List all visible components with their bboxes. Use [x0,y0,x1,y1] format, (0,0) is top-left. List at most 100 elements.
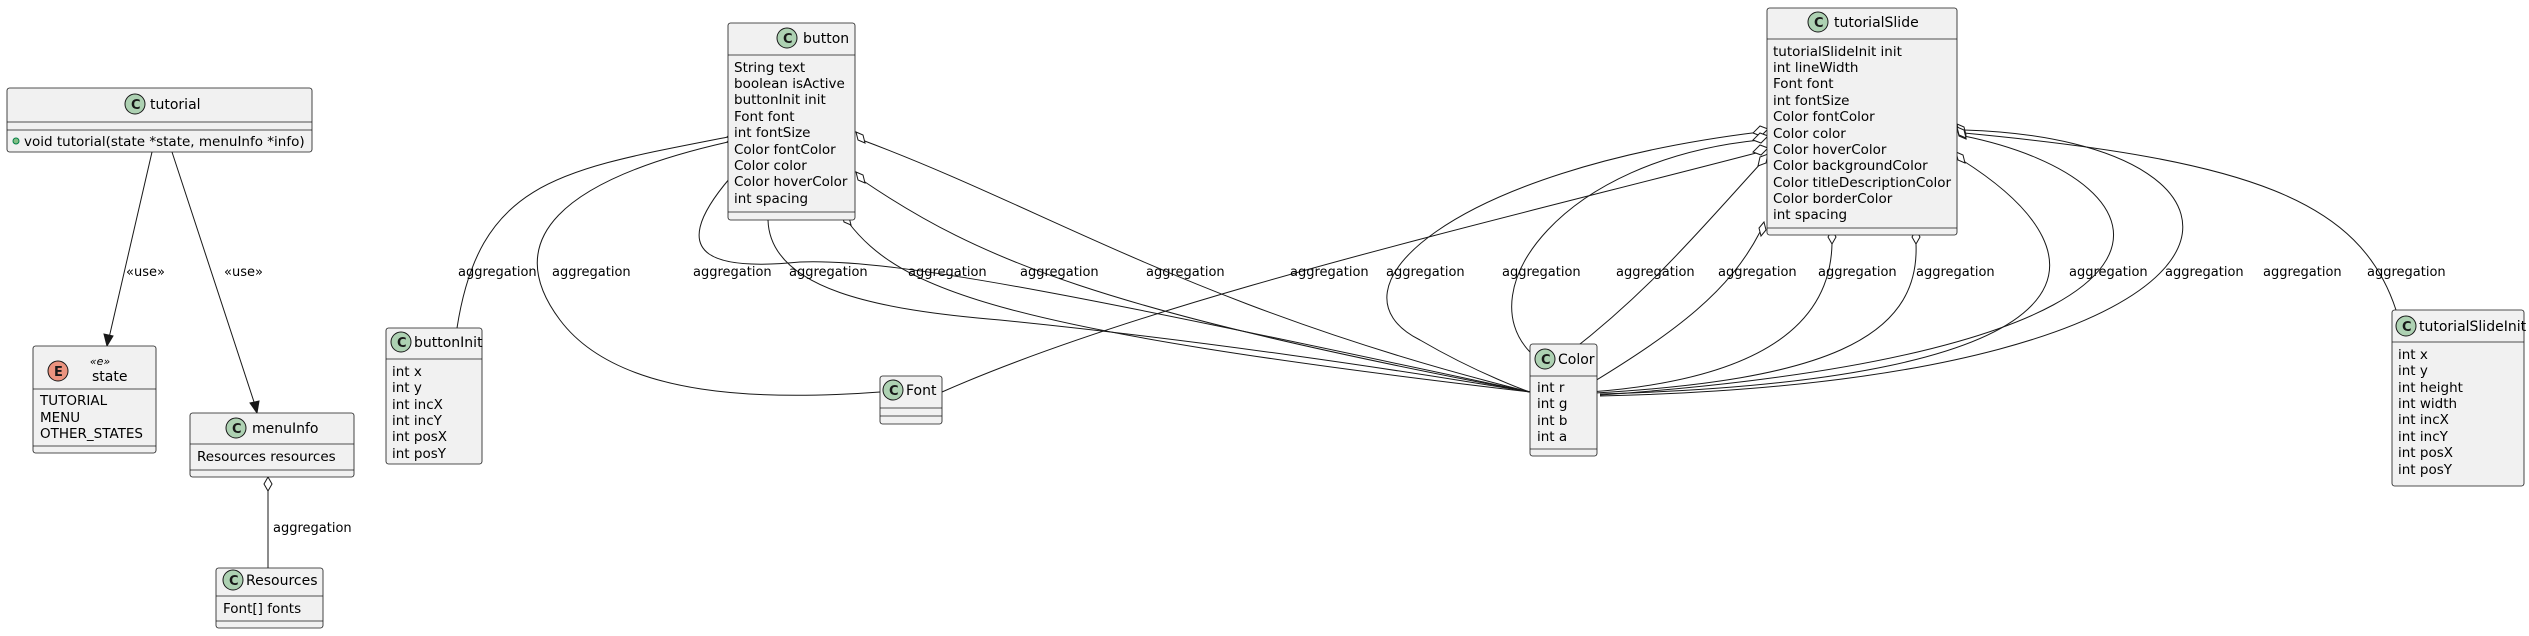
class-title: state [92,369,127,385]
svg-text:E: E [54,365,63,380]
edge-label: aggregation [1916,265,1995,280]
class-field: Resources resources [197,449,336,465]
class-field: Color backgroundColor [1773,158,1928,174]
edge-label: aggregation [1818,265,1897,280]
class-field: Color fontColor [734,142,836,158]
class-tutorialslideinit[interactable]: C tutorialSlideInit int x int y int heig… [2391,309,2527,487]
edge-label: aggregation [458,265,537,280]
aggregation-edge-slide-tutorialslideinit: aggregation [1956,126,2446,311]
class-field: int incX [392,397,443,413]
class-title: Resources [246,573,318,589]
edge-label: aggregation [1616,265,1695,280]
aggregation-edge-slide-color-9: aggregation [1599,123,2342,397]
aggregation-edge-slide-color-4: aggregation [1579,220,1797,391]
class-field: Color borderColor [1773,191,1893,207]
aggregation-edge-button-color-3: aggregation [841,213,1531,393]
class-title: tutorialSlide [1834,15,1919,31]
edge-label: aggregation [2069,265,2148,280]
class-field: Font font [1773,76,1834,92]
class-title: Font [906,383,937,399]
edge-label: aggregation [1146,265,1225,280]
class-state[interactable]: E «e» state TUTORIAL MENU OTHER_STATES [32,345,157,454]
class-method: void tutorial(state *state, menuInfo *in… [24,134,305,150]
edge-label: aggregation [2263,265,2342,280]
aggregation-edge-menuinfo-resources: aggregation [263,475,352,568]
class-field: int spacing [1773,207,1847,223]
aggregation-edge-slide-color-1: aggregation [1386,125,1769,393]
class-field: int incX [2398,412,2449,428]
svg-text:C: C [1541,353,1551,368]
edge-label: «use» [224,265,263,280]
svg-text:C: C [229,574,239,589]
class-title: button [803,31,849,47]
class-field: int posY [2398,462,2453,478]
class-field: int width [2398,396,2457,412]
svg-text:C: C [131,98,141,113]
class-field: Color hoverColor [1773,142,1887,158]
class-field: int y [2398,363,2428,379]
class-field: int a [1537,429,1567,445]
aggregation-edge-button-color-2: aggregation [763,204,1531,393]
class-title: tutorialSlideInit [2419,319,2527,335]
class-field: int incY [2398,429,2449,445]
edge-label: aggregation [2165,265,2244,280]
class-title: Color [1558,352,1595,368]
class-stereotype: «e» [90,355,111,368]
edge-label: aggregation [1386,265,1465,280]
class-field: Color color [734,158,807,174]
class-tutorialslide[interactable]: C tutorialSlide tutorialSlideInit init i… [1766,7,1958,236]
class-tutorial[interactable]: C tutorial void tutorial(state *state, m… [6,87,313,153]
aggregation-edge-slide-color-7: aggregation [1599,151,2148,395]
edge-label: aggregation [1718,265,1797,280]
aggregation-edge-slide-font: aggregation [941,144,1769,393]
edge-label: aggregation [1290,265,1369,280]
class-menuinfo[interactable]: C menuInfo Resources resources [189,412,355,478]
class-field: int y [392,380,422,396]
enum-value: OTHER_STATES [40,426,143,442]
class-field: int lineWidth [1773,60,1858,76]
class-field: int fontSize [1773,93,1849,109]
edge-label: aggregation [789,265,868,280]
edges: «use» «use» aggregation aggregation aggr… [103,123,2446,568]
edge-label: aggregation [552,265,631,280]
class-resources[interactable]: C Resources Font[] fonts [215,567,324,629]
class-field: Color fontColor [1773,109,1875,125]
class-field: int posY [392,446,447,462]
use-edge-tutorial-menuinfo: «use» [171,151,263,415]
class-button[interactable]: C button String text boolean isActive bu… [727,22,856,221]
class-buttoninit[interactable]: C buttonInit int x int y int incX int in… [385,327,483,465]
class-field: Color hoverColor [734,174,848,190]
class-field: Font font [734,109,795,125]
edge-label: aggregation [1502,265,1581,280]
class-font[interactable]: C Font [879,375,943,425]
edge-label: aggregation [1020,265,1099,280]
class-field: int posX [2398,445,2453,461]
edge-label: aggregation [908,265,987,280]
aggregation-edge-button-color-4: aggregation [855,171,1531,393]
class-field: Color color [1773,126,1846,142]
enum-value: MENU [40,410,80,426]
class-field: int incY [392,413,443,429]
use-edge-tutorial-state: «use» [103,151,165,348]
class-field: String text [734,60,805,76]
aggregation-edge-slide-color-2: aggregation [1502,132,1769,353]
class-field: int x [2398,347,2428,363]
class-field: boolean isActive [734,76,845,92]
class-color[interactable]: C Color int r int g int b int a [1529,343,1598,457]
class-field: Font[] fonts [223,601,301,617]
class-field: int height [2398,380,2463,396]
class-field: int x [392,364,422,380]
class-field: tutorialSlideInit init [1773,44,1902,60]
class-field: int fontSize [734,125,810,141]
class-field: Color titleDescriptionColor [1773,175,1952,191]
class-title: buttonInit [414,335,483,351]
class-field: int b [1537,413,1567,429]
svg-text:C: C [2402,320,2412,335]
edge-label: aggregation [273,521,352,536]
svg-text:C: C [783,32,793,47]
class-field: int spacing [734,191,808,207]
aggregation-edge-slide-color-5: aggregation [1589,228,1897,393]
edge-label: aggregation [2367,265,2446,280]
class-field: int g [1537,396,1567,412]
